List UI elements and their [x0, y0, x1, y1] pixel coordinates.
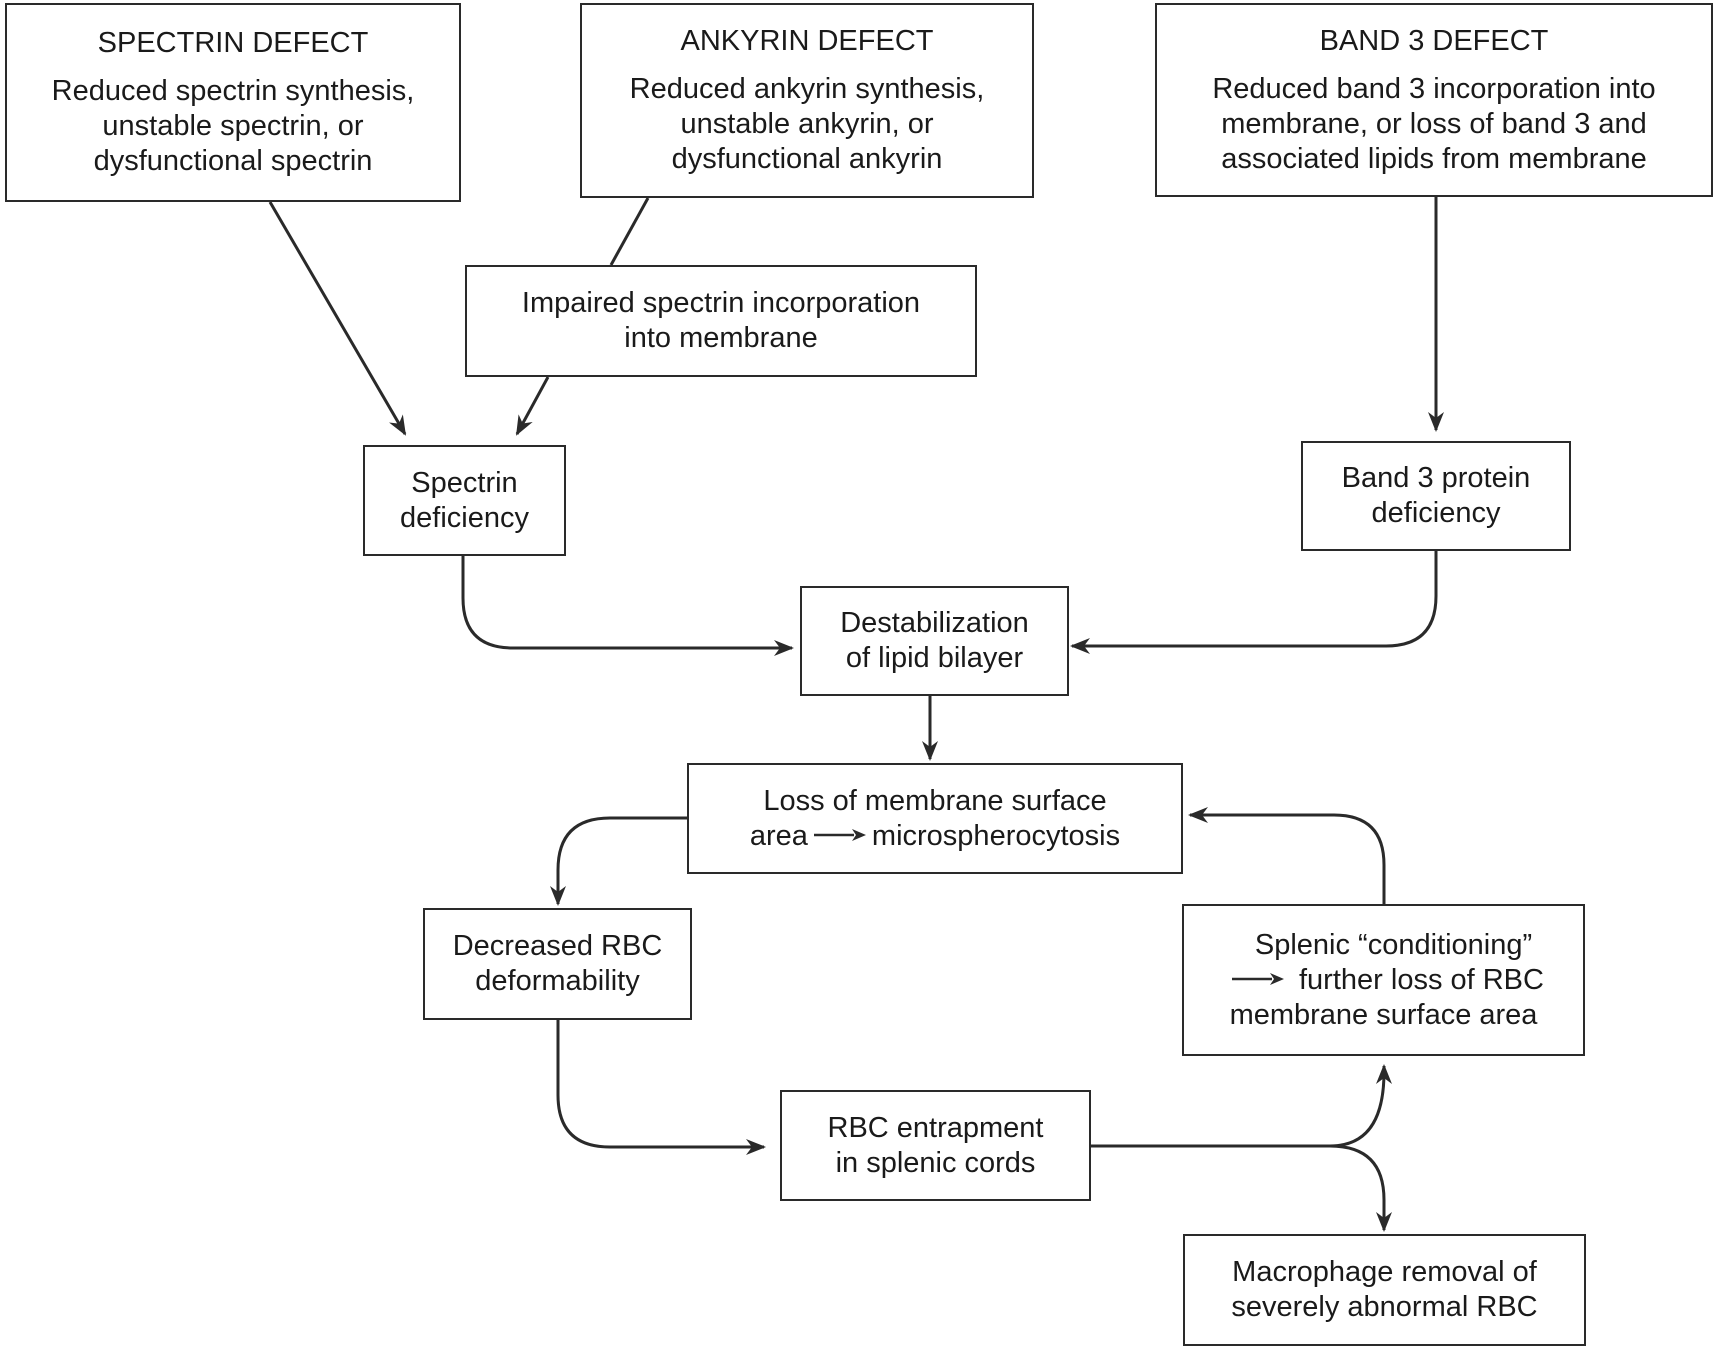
ankyrin-defect-box: ANKYRIN DEFECT Reduced ankyrin synthesis…	[580, 3, 1034, 198]
spectrin-defect-title: SPECTRIN DEFECT	[97, 27, 369, 59]
spectrin-defect-line: Reduced spectrin synthesis,	[51, 75, 415, 107]
line-ankyrin-defect-to-impaired-incorporation	[609, 197, 650, 266]
right-arrow-icon	[1232, 972, 1284, 985]
band3-defect-box: BAND 3 DEFECT Reduced band 3 incorporati…	[1155, 3, 1713, 197]
spectrin-defect-line: unstable spectrin, or	[102, 110, 364, 142]
arrow-entrapment-to-splenic-conditioning	[1090, 1064, 1392, 1148]
spectrin-deficiency-line: Spectrin	[411, 466, 518, 499]
loss-surface-line-2: area microspherocytosis	[750, 819, 1120, 854]
decreased-deformability-line: Decreased RBC	[452, 930, 663, 962]
band3-defect-line: membrane, or loss of band 3 and	[1221, 107, 1647, 140]
spectrin-defect-box: SPECTRIN DEFECT Reduced spectrin synthes…	[5, 3, 461, 202]
entrapment-box: RBC entrapment in splenic cords	[780, 1090, 1091, 1201]
arrow-impaired-incorporation-to-spectrin-deficiency	[515, 376, 550, 436]
arrow-splenic-conditioning-to-loss-surface	[1188, 807, 1386, 904]
right-arrow-icon	[813, 828, 866, 841]
splenic-conditioning-result-text: further loss of RBC	[1299, 963, 1544, 996]
impaired-incorporation-box: Impaired spectrin incorporation into mem…	[465, 265, 977, 377]
entrapment-line: RBC entrapment	[827, 1111, 1044, 1144]
ankyrin-defect-title: ANKYRIN DEFECT	[680, 25, 934, 57]
ankyrin-defect-line: dysfunctional ankyrin	[671, 143, 943, 175]
splenic-conditioning-line: Splenic “conditioning”	[1254, 928, 1533, 961]
splenic-conditioning-line: membrane surface area	[1229, 998, 1538, 1031]
band3-defect-line: Reduced band 3 incorporation into	[1212, 72, 1656, 105]
ankyrin-defect-line: unstable ankyrin, or	[680, 108, 934, 140]
arrow-spectrin-defect-to-spectrin-deficiency	[268, 201, 407, 436]
macrophage-removal-line: severely abnormal RBC	[1231, 1291, 1538, 1323]
band3-deficiency-line: Band 3 protein	[1341, 462, 1531, 494]
macrophage-removal-box: Macrophage removal of severely abnormal …	[1183, 1234, 1586, 1346]
spectrin-defect-line: dysfunctional spectrin	[93, 145, 373, 177]
band3-deficiency-box: Band 3 protein deficiency	[1301, 441, 1571, 551]
splenic-conditioning-box: Splenic “conditioning” further loss of R…	[1182, 904, 1585, 1056]
loss-surface-line: Loss of membrane surface	[763, 784, 1107, 817]
macrophage-removal-line: Macrophage removal of	[1232, 1256, 1537, 1288]
destabilization-box: Destabilization of lipid bilayer	[800, 586, 1069, 696]
arrow-band3-deficiency-to-destabilization	[1070, 551, 1438, 654]
loss-surface-area-text: area	[749, 819, 808, 852]
band3-defect-title: BAND 3 DEFECT	[1319, 24, 1549, 57]
ankyrin-defect-line: Reduced ankyrin synthesis,	[629, 73, 985, 105]
arrow-entrapment-to-macrophage-removal	[1329, 1144, 1392, 1232]
loss-surface-box: Loss of membrane surface area microsphero…	[687, 763, 1183, 874]
decreased-deformability-box: Decreased RBC deformability	[423, 908, 692, 1020]
destabilization-line: Destabilization	[840, 607, 1029, 639]
band3-defect-line: associated lipids from membrane	[1221, 142, 1647, 175]
loss-surface-result-text: microspherocytosis	[871, 819, 1121, 852]
splenic-conditioning-line-2: further loss of RBC	[1223, 963, 1544, 998]
impaired-incorporation-line: into membrane	[624, 322, 818, 354]
band3-deficiency-line: deficiency	[1371, 497, 1501, 529]
arrow-loss-surface-to-decreased-deformability	[550, 816, 687, 906]
arrow-spectrin-deficiency-to-destabilization	[461, 556, 794, 656]
impaired-incorporation-line: Impaired spectrin incorporation	[521, 287, 921, 319]
arrow-decreased-deformability-to-entrapment	[556, 1020, 766, 1155]
decreased-deformability-line: deformability	[475, 965, 640, 997]
entrapment-line: in splenic cords	[835, 1146, 1036, 1179]
destabilization-line: of lipid bilayer	[845, 642, 1024, 674]
spectrin-deficiency-box: Spectrin deficiency	[363, 445, 566, 556]
spectrin-deficiency-line: deficiency	[400, 501, 529, 534]
